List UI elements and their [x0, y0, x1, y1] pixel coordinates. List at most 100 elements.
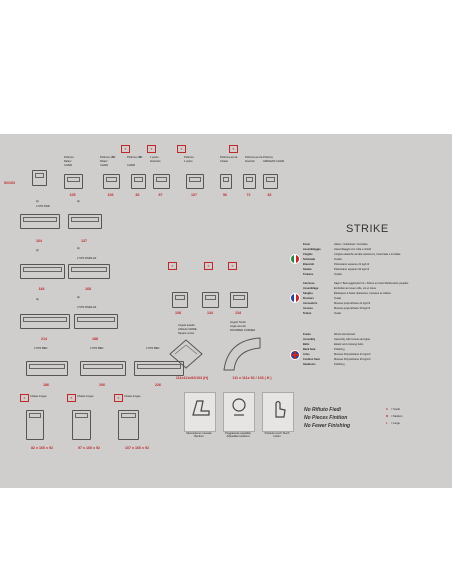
module-desc: bracciolo [150, 160, 161, 163]
spec-key: Headrests [303, 363, 316, 366]
sofa-seats: 2p [77, 247, 80, 250]
module-drawing [220, 174, 232, 189]
sofa-width: 214 [41, 337, 47, 341]
spec-value: Cinghie elastiche ad alta resistenza, in… [334, 253, 401, 256]
sofa-drawing [20, 264, 65, 279]
chaise-drawing [26, 410, 44, 440]
module-width: 97 [158, 193, 163, 197]
sofa-width: 226 [155, 383, 161, 387]
module-code-badge: 5 [20, 394, 29, 402]
sofa-label: 2 STR RNR [36, 205, 50, 208]
chaise-label: Chaise longue [30, 395, 47, 398]
spec-key: Schienale [303, 258, 316, 261]
sofa-label: 3 STR BED [90, 347, 104, 350]
spec-value: Polishing [334, 348, 345, 351]
spec-value: Wood and derived [334, 333, 356, 336]
module-code-badge: 5 [147, 145, 156, 153]
module-desc: Relax/ [100, 160, 108, 163]
spec-value: Ouate [334, 297, 342, 300]
module-desc: braccioli [245, 160, 255, 163]
sofa-drawing [26, 361, 68, 376]
module-width: 106 [107, 193, 114, 197]
corner-dims: 111 x 111x 92 / 103 ( H ) [232, 376, 272, 380]
spec-value: Sapin / Bois aggloméré CL / Fibres en bo… [334, 282, 409, 285]
sofa-seats: 3p [77, 296, 80, 299]
spec-value: Poliuretano espanso 30 kg/m3 [334, 268, 370, 271]
angle-label: ANGLE CARRE [178, 328, 197, 331]
spec-key: Toskens [303, 273, 314, 276]
slogan-line: No Pieces Finition [304, 415, 348, 421]
sofa-drawing [74, 314, 118, 329]
spec-value: Mousse polyuréthane 30 kg/m3 [334, 307, 371, 310]
sofa-label: 3 STR BED [146, 347, 160, 350]
spec-key: Frame [303, 333, 311, 336]
spec-value: Assembly with screws and glue [334, 338, 371, 341]
module-desc: Poltrona 1BR [100, 156, 116, 159]
angle-label: Angle arrondi [230, 325, 246, 328]
corner-dims: 111x111x92/103 (H) [175, 376, 209, 380]
module-width: 82 [267, 193, 272, 197]
module-desc: 1 posto [150, 156, 159, 159]
module-width: 72 [246, 193, 251, 197]
manual-recliner-icon [184, 392, 216, 432]
chaise-dims: 107 x 160 x 92 [125, 446, 149, 450]
module-code-badge: 5 [228, 262, 237, 270]
spec-value: Ovatta [334, 273, 342, 276]
touch-button-icon [262, 392, 294, 432]
angle-label: Square corner [178, 332, 195, 335]
module-width: 56 [223, 193, 227, 197]
spec-value: Ovatta [334, 258, 342, 261]
spec-value: Abete / multistrato / truciolare [334, 243, 368, 246]
spec-key: Assemblage [303, 287, 319, 290]
italy-flag-icon [290, 254, 300, 264]
chaise-dims: 97 x 160 x 92 [78, 446, 100, 450]
feature-label: Poggiatesta regolabile Adjustable headre… [225, 432, 251, 438]
angle-label: Angolo quadro [178, 324, 195, 327]
spec-value: Poliuretano espanso 21 kg/m3 [334, 263, 370, 266]
chaise-label: Chaise longue [77, 395, 94, 398]
uk-flag-icon [290, 350, 300, 360]
spec-key: Cinghie [303, 253, 313, 256]
adjustable-headrest-icon [223, 392, 255, 432]
spec-key: Cushion Seat [303, 358, 320, 361]
sofa-label: 2 STR RNR/LHF [77, 257, 97, 260]
corner-width: 108 [175, 311, 181, 315]
module-code-badge: 5 [177, 145, 186, 153]
spec-key: Sedute [303, 268, 312, 271]
chaise-dims: 82 x 160 x 92 [31, 446, 53, 450]
module-code-badge: 5 [121, 145, 130, 153]
page-title: STRIKE [346, 223, 389, 235]
spec-key: Belts [303, 343, 310, 346]
module-width: 105 [69, 193, 76, 197]
module-desc: CHAIR [127, 164, 136, 167]
sofa-seats: 3p [36, 298, 39, 301]
spec-key: Back Seat [303, 348, 316, 351]
module-drawing [263, 174, 278, 189]
rounded-corner-drawing [223, 337, 261, 371]
spec-key: Accoudoirs [303, 302, 318, 305]
slogan-line: No Fewer Finishing [304, 423, 351, 429]
module-code-badge: 5 [204, 262, 213, 270]
sofa-seats: 2p [77, 200, 80, 203]
module-desc: ARMLESS CHAIR [263, 160, 285, 163]
module-width: 107 [191, 193, 197, 197]
module-code-badge: 5 [229, 145, 238, 153]
spec-value: Mousse Polyuréthane 30 kg/m3 [334, 358, 371, 361]
spec-key: Arms [303, 353, 310, 356]
sofa-drawing [134, 361, 184, 376]
sofa-width: 168 [85, 287, 91, 291]
size-label: = Small [391, 408, 400, 411]
module-desc: Poltrona [263, 156, 273, 159]
spec-key: Braccioli [303, 263, 314, 266]
spec-value: Élastiques à haute résistance, tressées … [334, 292, 391, 295]
module-desc: Poltrona senza [245, 156, 263, 159]
feature-label: Meccanismo manuale Recliner [186, 432, 212, 438]
size-code: M [386, 415, 389, 418]
spec-value: Emboîtement avec colle, vis et clous [334, 287, 376, 290]
module-code-badge: 5 [67, 394, 76, 402]
spec-key: Assemblaggio [303, 248, 321, 251]
spec-key: Assembly [303, 338, 316, 341]
module-drawing [153, 174, 170, 189]
chaise-drawing [118, 410, 139, 440]
size-code: L [386, 422, 388, 425]
